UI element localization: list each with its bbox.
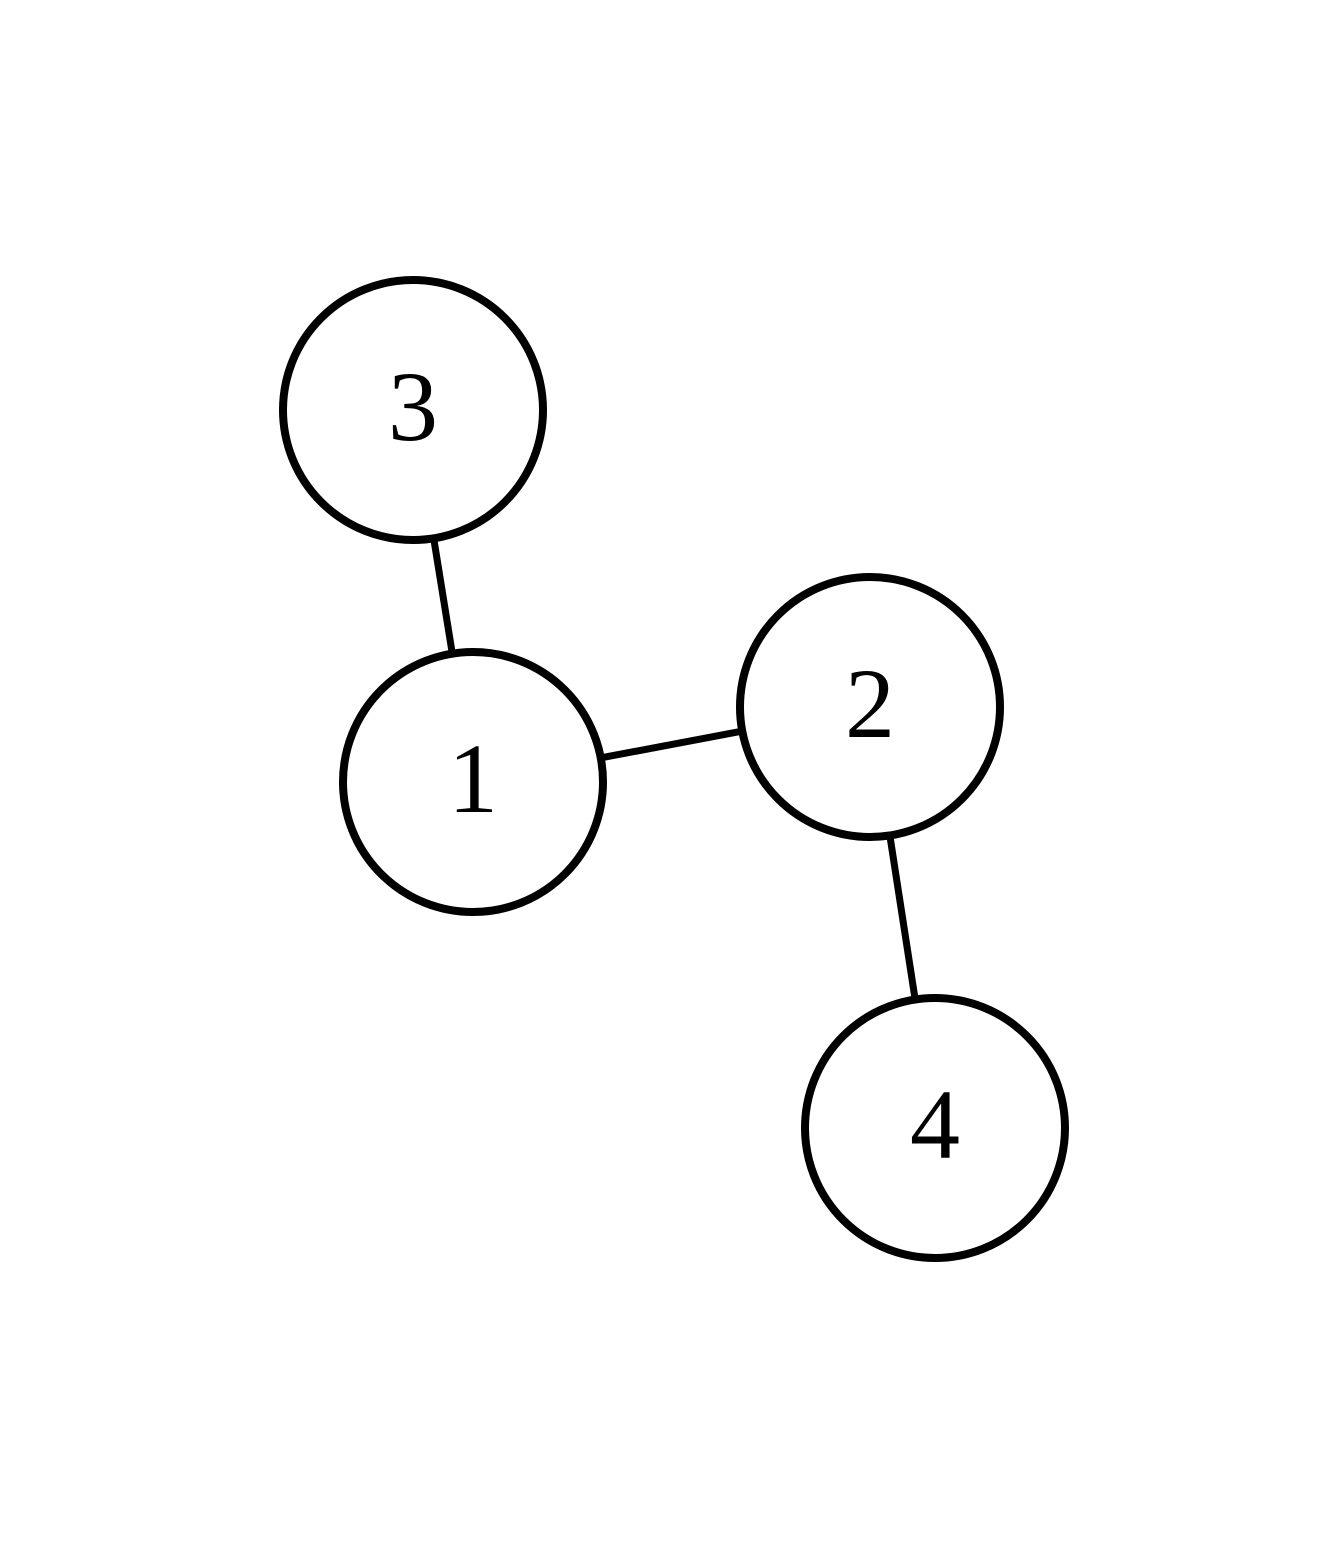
node-label-2: 2 [845, 648, 895, 759]
node-label-4: 4 [910, 1069, 960, 1180]
graph-node-4 [801, 994, 1069, 1262]
node-label-1: 1 [448, 723, 498, 834]
node-label-3: 3 [388, 351, 438, 462]
graph-node-1 [339, 648, 607, 916]
graph-node-2 [736, 573, 1004, 841]
graph-node-3 [279, 276, 547, 544]
